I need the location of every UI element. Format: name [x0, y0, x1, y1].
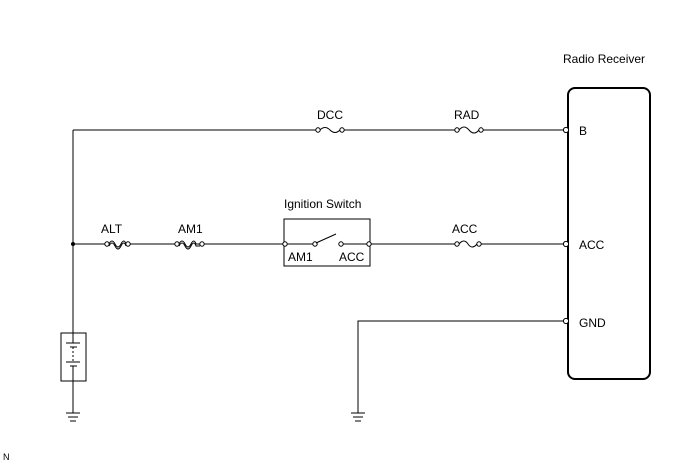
fuse-am1-label: AM1	[178, 222, 203, 236]
fuse-acc-element	[458, 240, 478, 248]
pin-label-b: B	[579, 124, 587, 138]
pin-label-gnd: GND	[579, 316, 606, 330]
ignition-switch: Ignition Switch AM1 ACC	[282, 197, 372, 267]
fuse-alt-label: ALT	[101, 222, 123, 236]
ground-icon	[351, 412, 365, 422]
radio-receiver: Radio Receiver B ACC GND	[563, 52, 651, 380]
fuse-dcc: DCC	[315, 108, 345, 133]
fuse-rad: RAD	[454, 108, 484, 134]
fuse-am1-element	[178, 240, 200, 248]
fuse-rad-element	[458, 126, 480, 134]
ignition-terminal-am1-label: AM1	[288, 250, 313, 264]
wire-acc-circuit: ALT AM1 Ignition Switch AM1 ACC	[71, 197, 570, 267]
fuse-am1: AM1	[174, 222, 205, 250]
footer-note: N	[3, 452, 10, 462]
fuse-alt: ALT	[101, 222, 131, 250]
pin-gnd-terminal	[562, 317, 570, 325]
fuse-dcc-label: DCC	[317, 108, 343, 122]
wire-b-circuit: DCC RAD	[72, 108, 570, 244]
ignition-terminal-acc-label: ACC	[339, 250, 365, 264]
fuse-dcc-element	[319, 127, 341, 133]
battery-icon	[66, 333, 80, 381]
pin-b-terminal	[562, 126, 570, 134]
ground-icon	[66, 412, 80, 422]
radio-receiver-body	[567, 87, 651, 380]
wire-gnd-circuit	[351, 317, 570, 422]
wire-gnd	[357, 320, 564, 413]
ignition-switch-title: Ignition Switch	[284, 197, 361, 211]
pin-label-acc: ACC	[579, 238, 605, 252]
fuse-rad-label: RAD	[454, 108, 480, 122]
radio-receiver-title: Radio Receiver	[563, 52, 645, 66]
ignition-terminal-am1	[282, 241, 288, 247]
ignition-switch-blade	[315, 233, 337, 244]
fuse-alt-element	[108, 240, 127, 248]
fuse-acc-label: ACC	[452, 222, 478, 236]
pin-acc-terminal	[562, 240, 570, 248]
fuse-acc: ACC	[452, 222, 482, 248]
battery-circuit	[60, 244, 87, 422]
ignition-terminal-acc	[366, 241, 372, 247]
